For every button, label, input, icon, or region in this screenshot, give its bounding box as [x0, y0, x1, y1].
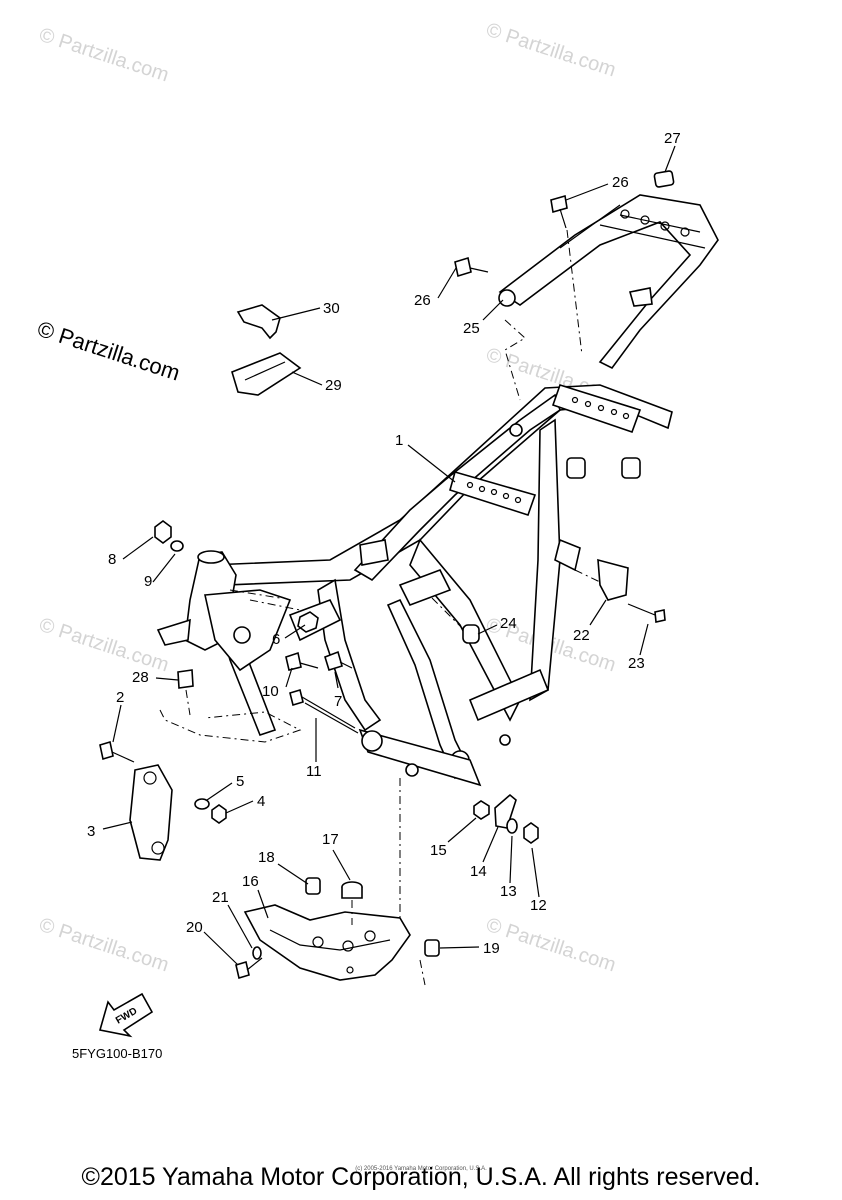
callout-9: 9: [144, 573, 152, 590]
callout-15: 15: [430, 842, 447, 859]
copyright-footer: ©2015 Yamaha Motor Corporation, U.S.A. A…: [81, 1163, 761, 1191]
nut-8: [154, 520, 172, 544]
cap-28: [177, 669, 194, 689]
callout-3: 3: [87, 823, 95, 840]
bolt-10: [285, 651, 319, 671]
callout-26-upper: 26: [612, 174, 629, 191]
bolt-20: [235, 957, 263, 980]
callout-17: 17: [322, 831, 339, 848]
callout-12: 12: [530, 897, 547, 914]
callout-22: 22: [573, 627, 590, 644]
callout-7: 7: [334, 693, 342, 710]
bolt-26-lower: [454, 256, 489, 278]
bolt-23: [627, 603, 666, 623]
callout-20: 20: [186, 919, 203, 936]
callout-30: 30: [323, 300, 340, 317]
diagram-code: 5FYG100-B170: [72, 1046, 162, 1061]
bolt-26-upper: [550, 194, 568, 229]
callout-19: 19: [483, 940, 500, 957]
damper-24: [462, 624, 480, 644]
watermark-text: © Partzilla.com: [36, 914, 171, 977]
through-bolt-11: [289, 688, 359, 734]
watermark-text: © Partzilla.com: [36, 614, 171, 677]
callout-2: 2: [116, 689, 124, 706]
washer-5: [194, 798, 210, 810]
watermark-main: © Partzilla.com: [34, 316, 183, 386]
callout-24: 24: [500, 615, 517, 632]
callout-5: 5: [236, 773, 244, 790]
callout-13: 13: [500, 883, 517, 900]
collar-19: [424, 939, 440, 957]
nut-15: [473, 800, 490, 820]
nut-4: [211, 804, 227, 824]
callout-labels: 1 2 3 4 5 6 7 8 9 10 11 12 13 14 15 16 1…: [87, 130, 681, 957]
collar-27: [653, 170, 675, 188]
watermark-text: © Partzilla.com: [36, 24, 171, 87]
bracket-22: [597, 558, 629, 601]
bolt-2: [99, 740, 135, 763]
callout-23: 23: [628, 655, 645, 672]
fwd-arrow-icon: FWD: [98, 992, 154, 1038]
callout-10: 10: [262, 683, 279, 700]
callout-11: 11: [306, 763, 322, 780]
callout-28: 28: [132, 669, 149, 686]
cover-29: [231, 352, 302, 396]
watermark-text: © Partzilla.com: [483, 19, 618, 82]
rear-subframe: [498, 194, 719, 370]
main-frame: [156, 384, 673, 780]
callout-26-lower: 26: [414, 292, 431, 309]
callout-27: 27: [664, 130, 681, 147]
leader-lines: [102, 145, 676, 966]
washer-21: [252, 946, 262, 960]
callout-8: 8: [108, 551, 116, 568]
grommet-17: [341, 881, 363, 899]
callout-16: 16: [242, 873, 259, 890]
washer-13: [506, 818, 518, 834]
callout-14: 14: [470, 863, 487, 880]
callout-1: 1: [395, 432, 403, 449]
collar-18: [305, 877, 321, 895]
bolt-7: [324, 650, 353, 671]
clip-30: [236, 304, 281, 340]
watermark-text: © Partzilla.com: [483, 914, 618, 977]
fine-print: (c) 2005-2016 Yamaha Motor Corporation, …: [355, 1166, 487, 1172]
skid-plate-16: [243, 904, 411, 981]
callout-18: 18: [258, 849, 275, 866]
callout-4: 4: [257, 793, 265, 810]
callout-25: 25: [463, 320, 480, 337]
callout-29: 29: [325, 377, 342, 394]
bracket-3: [129, 764, 173, 861]
nut-12: [523, 822, 539, 844]
washer-9: [170, 540, 184, 552]
callout-6: 6: [272, 631, 280, 648]
bracket-14: [494, 793, 517, 829]
callout-21: 21: [212, 889, 229, 906]
